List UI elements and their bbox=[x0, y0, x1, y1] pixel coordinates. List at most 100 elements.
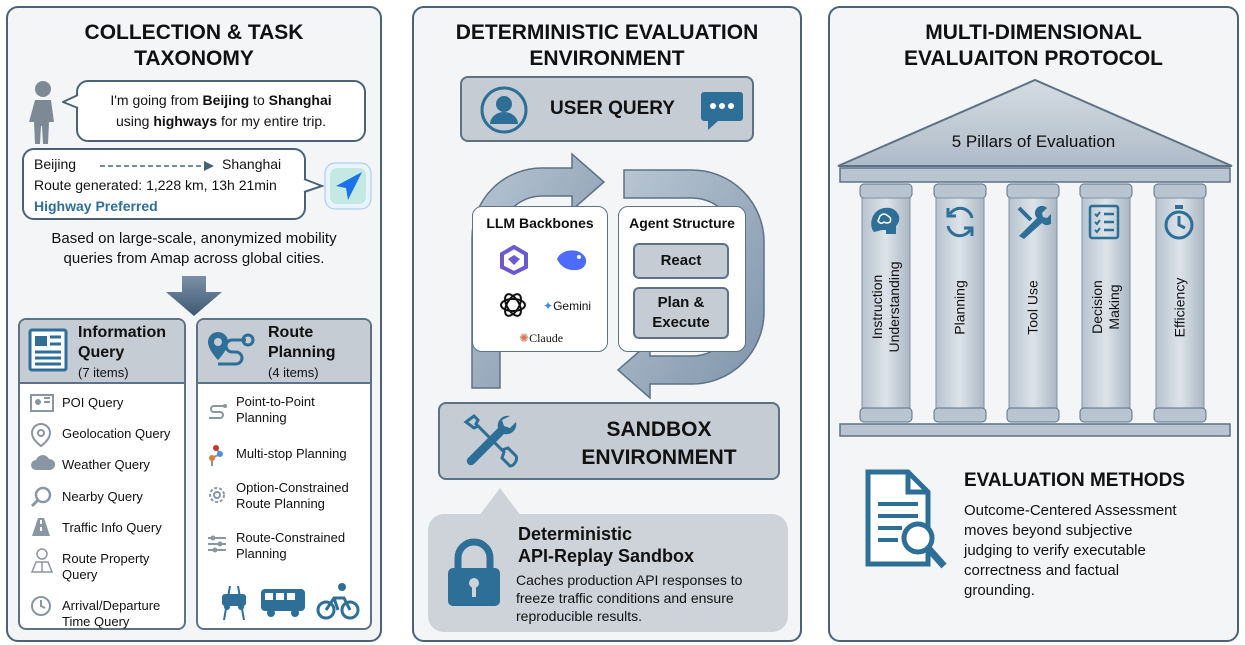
plan-execute-line2: Execute bbox=[652, 314, 710, 331]
bubble-line1: I'm going from Beijing to Shanghai bbox=[78, 92, 364, 108]
info-query-title-line1: Information bbox=[78, 324, 166, 341]
route-dashed-arrow bbox=[100, 161, 214, 171]
info-query-item-label-line2: Time Query bbox=[62, 614, 130, 629]
route-planning-item-label: Option-Constrained bbox=[236, 480, 349, 495]
replay-desc-line3: reproducible results. bbox=[516, 608, 643, 624]
tools-icon bbox=[1015, 204, 1055, 245]
settings-gear-icon bbox=[206, 484, 228, 511]
stopwatch-icon bbox=[1162, 204, 1196, 245]
description-line1: Based on large-scale, anonymized mobilit… bbox=[51, 230, 337, 247]
poi-map-icon bbox=[30, 392, 54, 419]
bubble-line2: using highways for my entire trip. bbox=[78, 113, 364, 129]
route-planning-count: (4 items) bbox=[268, 365, 319, 380]
magnifier-icon bbox=[30, 486, 52, 513]
pillar-label-line2: Understanding bbox=[886, 261, 902, 353]
panel-title-line2: ENVIRONMENT bbox=[529, 47, 685, 70]
pillar-column bbox=[933, 183, 987, 423]
sliders-icon bbox=[206, 534, 228, 559]
pillar-label-line2: Making bbox=[1106, 284, 1122, 330]
route-pin-icon bbox=[208, 332, 255, 366]
pillar-label: Planning bbox=[952, 238, 969, 378]
react-label: React bbox=[660, 252, 702, 269]
panel-title-line2: EVALUAITON PROTOCOL bbox=[903, 47, 1163, 70]
bubble-text: to bbox=[249, 92, 269, 108]
route-planning-title-line1: Route bbox=[268, 324, 314, 341]
route-planning-title-line2: Planning bbox=[268, 344, 336, 361]
plan-execute-box: Plan & Execute bbox=[633, 287, 729, 339]
info-query-item-label: Geolocation Query bbox=[62, 426, 171, 441]
route-planning-item: Multi-stop Planning bbox=[206, 444, 368, 480]
bicycle-icon bbox=[316, 583, 360, 620]
temple-structure bbox=[837, 78, 1233, 437]
pillar-column bbox=[1153, 183, 1207, 423]
multi-stop-icon bbox=[206, 444, 228, 473]
winding-route-icon bbox=[206, 398, 228, 425]
route-planning-header: Route Planning (4 items) bbox=[198, 320, 370, 384]
agent-structure-title: Agent Structure bbox=[629, 215, 735, 231]
sandbox-line2: ENVIRONMENT bbox=[581, 446, 737, 469]
route-planning-item-label-line2: Planning bbox=[236, 546, 287, 561]
cycle-arrows-icon bbox=[942, 204, 978, 245]
chat-bubble-icon bbox=[701, 92, 743, 130]
info-query-item: Geolocation Query bbox=[30, 422, 180, 459]
info-query-item-label: Traffic Info Query bbox=[62, 520, 162, 535]
replay-desc-line2: freeze traffic conditions and ensure bbox=[516, 590, 734, 606]
cloud-icon bbox=[30, 454, 56, 477]
car-road-icon bbox=[222, 585, 246, 620]
replay-title-line1: Deterministic bbox=[518, 524, 633, 544]
deepseek-logo-icon bbox=[557, 250, 587, 271]
route-from: Beijing bbox=[34, 156, 77, 172]
pillar-column bbox=[1006, 183, 1060, 423]
bubble-tail-right bbox=[303, 178, 324, 193]
gemini-label: Gemini bbox=[553, 299, 592, 313]
pillar-label-line1: Planning bbox=[951, 280, 968, 335]
bubble-text: using bbox=[115, 113, 154, 129]
panel-title-line1: MULTI-DIMENSIONAL bbox=[925, 21, 1142, 44]
description-line2: queries from Amap across global cities. bbox=[63, 250, 325, 267]
panel-title-line1: COLLECTION & TASK bbox=[84, 21, 304, 44]
info-query-item-label: Route Property bbox=[62, 551, 150, 566]
bubble-bold-origin: Beijing bbox=[202, 92, 250, 108]
panel-title-line2: TAXONOMY bbox=[134, 47, 254, 70]
replay-box-pointer bbox=[476, 488, 524, 520]
pillar-label-line1: Instruction bbox=[869, 274, 885, 340]
pillar-label-line1: Decision bbox=[1089, 280, 1105, 334]
environment-panel: DETERMINISTIC EVALUATION ENVIRONMENT USE… bbox=[412, 6, 802, 642]
user-query-label: USER QUERY bbox=[550, 98, 675, 119]
llm-backbones-box: LLM Backbones ✦Gemini ✺Claude bbox=[472, 206, 608, 352]
route-property-icon bbox=[30, 548, 54, 579]
info-query-item-label: Arrival/Departure bbox=[62, 598, 161, 613]
route-summary: Route generated: 1,228 km, 13h 21min bbox=[34, 177, 277, 193]
document-magnifier-icon bbox=[865, 469, 947, 569]
info-query-item: Weather Query bbox=[30, 454, 180, 490]
checklist-icon bbox=[1088, 204, 1120, 245]
info-query-count: (7 items) bbox=[78, 365, 129, 380]
replay-sandbox-box: Deterministic API-Replay Sandbox Caches … bbox=[428, 514, 788, 632]
bubble-bold-destination: Shanghai bbox=[268, 92, 332, 108]
route-planning-item-label-line2: Planning bbox=[236, 410, 287, 425]
info-query-item: POI Query bbox=[30, 392, 180, 428]
location-pin-icon bbox=[30, 422, 52, 452]
gemini-logo: ✦Gemini bbox=[543, 299, 591, 313]
padlock-icon bbox=[448, 538, 500, 606]
route-planning-item-label: Route-Constrained bbox=[236, 530, 346, 545]
bubble-bold-mode: highways bbox=[153, 113, 218, 129]
info-query-item-label-line2: Query bbox=[62, 567, 98, 582]
brain-icon bbox=[868, 204, 904, 245]
user-avatar-icon bbox=[480, 86, 528, 134]
llm-backbones-title: LLM Backbones bbox=[486, 215, 594, 231]
route-planning-item-label: Multi-stop Planning bbox=[236, 446, 347, 461]
plan-execute-line1: Plan & bbox=[657, 294, 705, 311]
claude-star-icon: ✺ bbox=[519, 331, 530, 345]
agent-structure-box: Agent Structure React Plan & Execute bbox=[618, 206, 746, 352]
pillar-label: Efficiency bbox=[1172, 238, 1189, 378]
methods-line3: judging to verify executable bbox=[964, 542, 1146, 559]
info-query-item: Nearby Query bbox=[30, 486, 180, 522]
methods-title: EVALUATION METHODS bbox=[964, 470, 1185, 491]
